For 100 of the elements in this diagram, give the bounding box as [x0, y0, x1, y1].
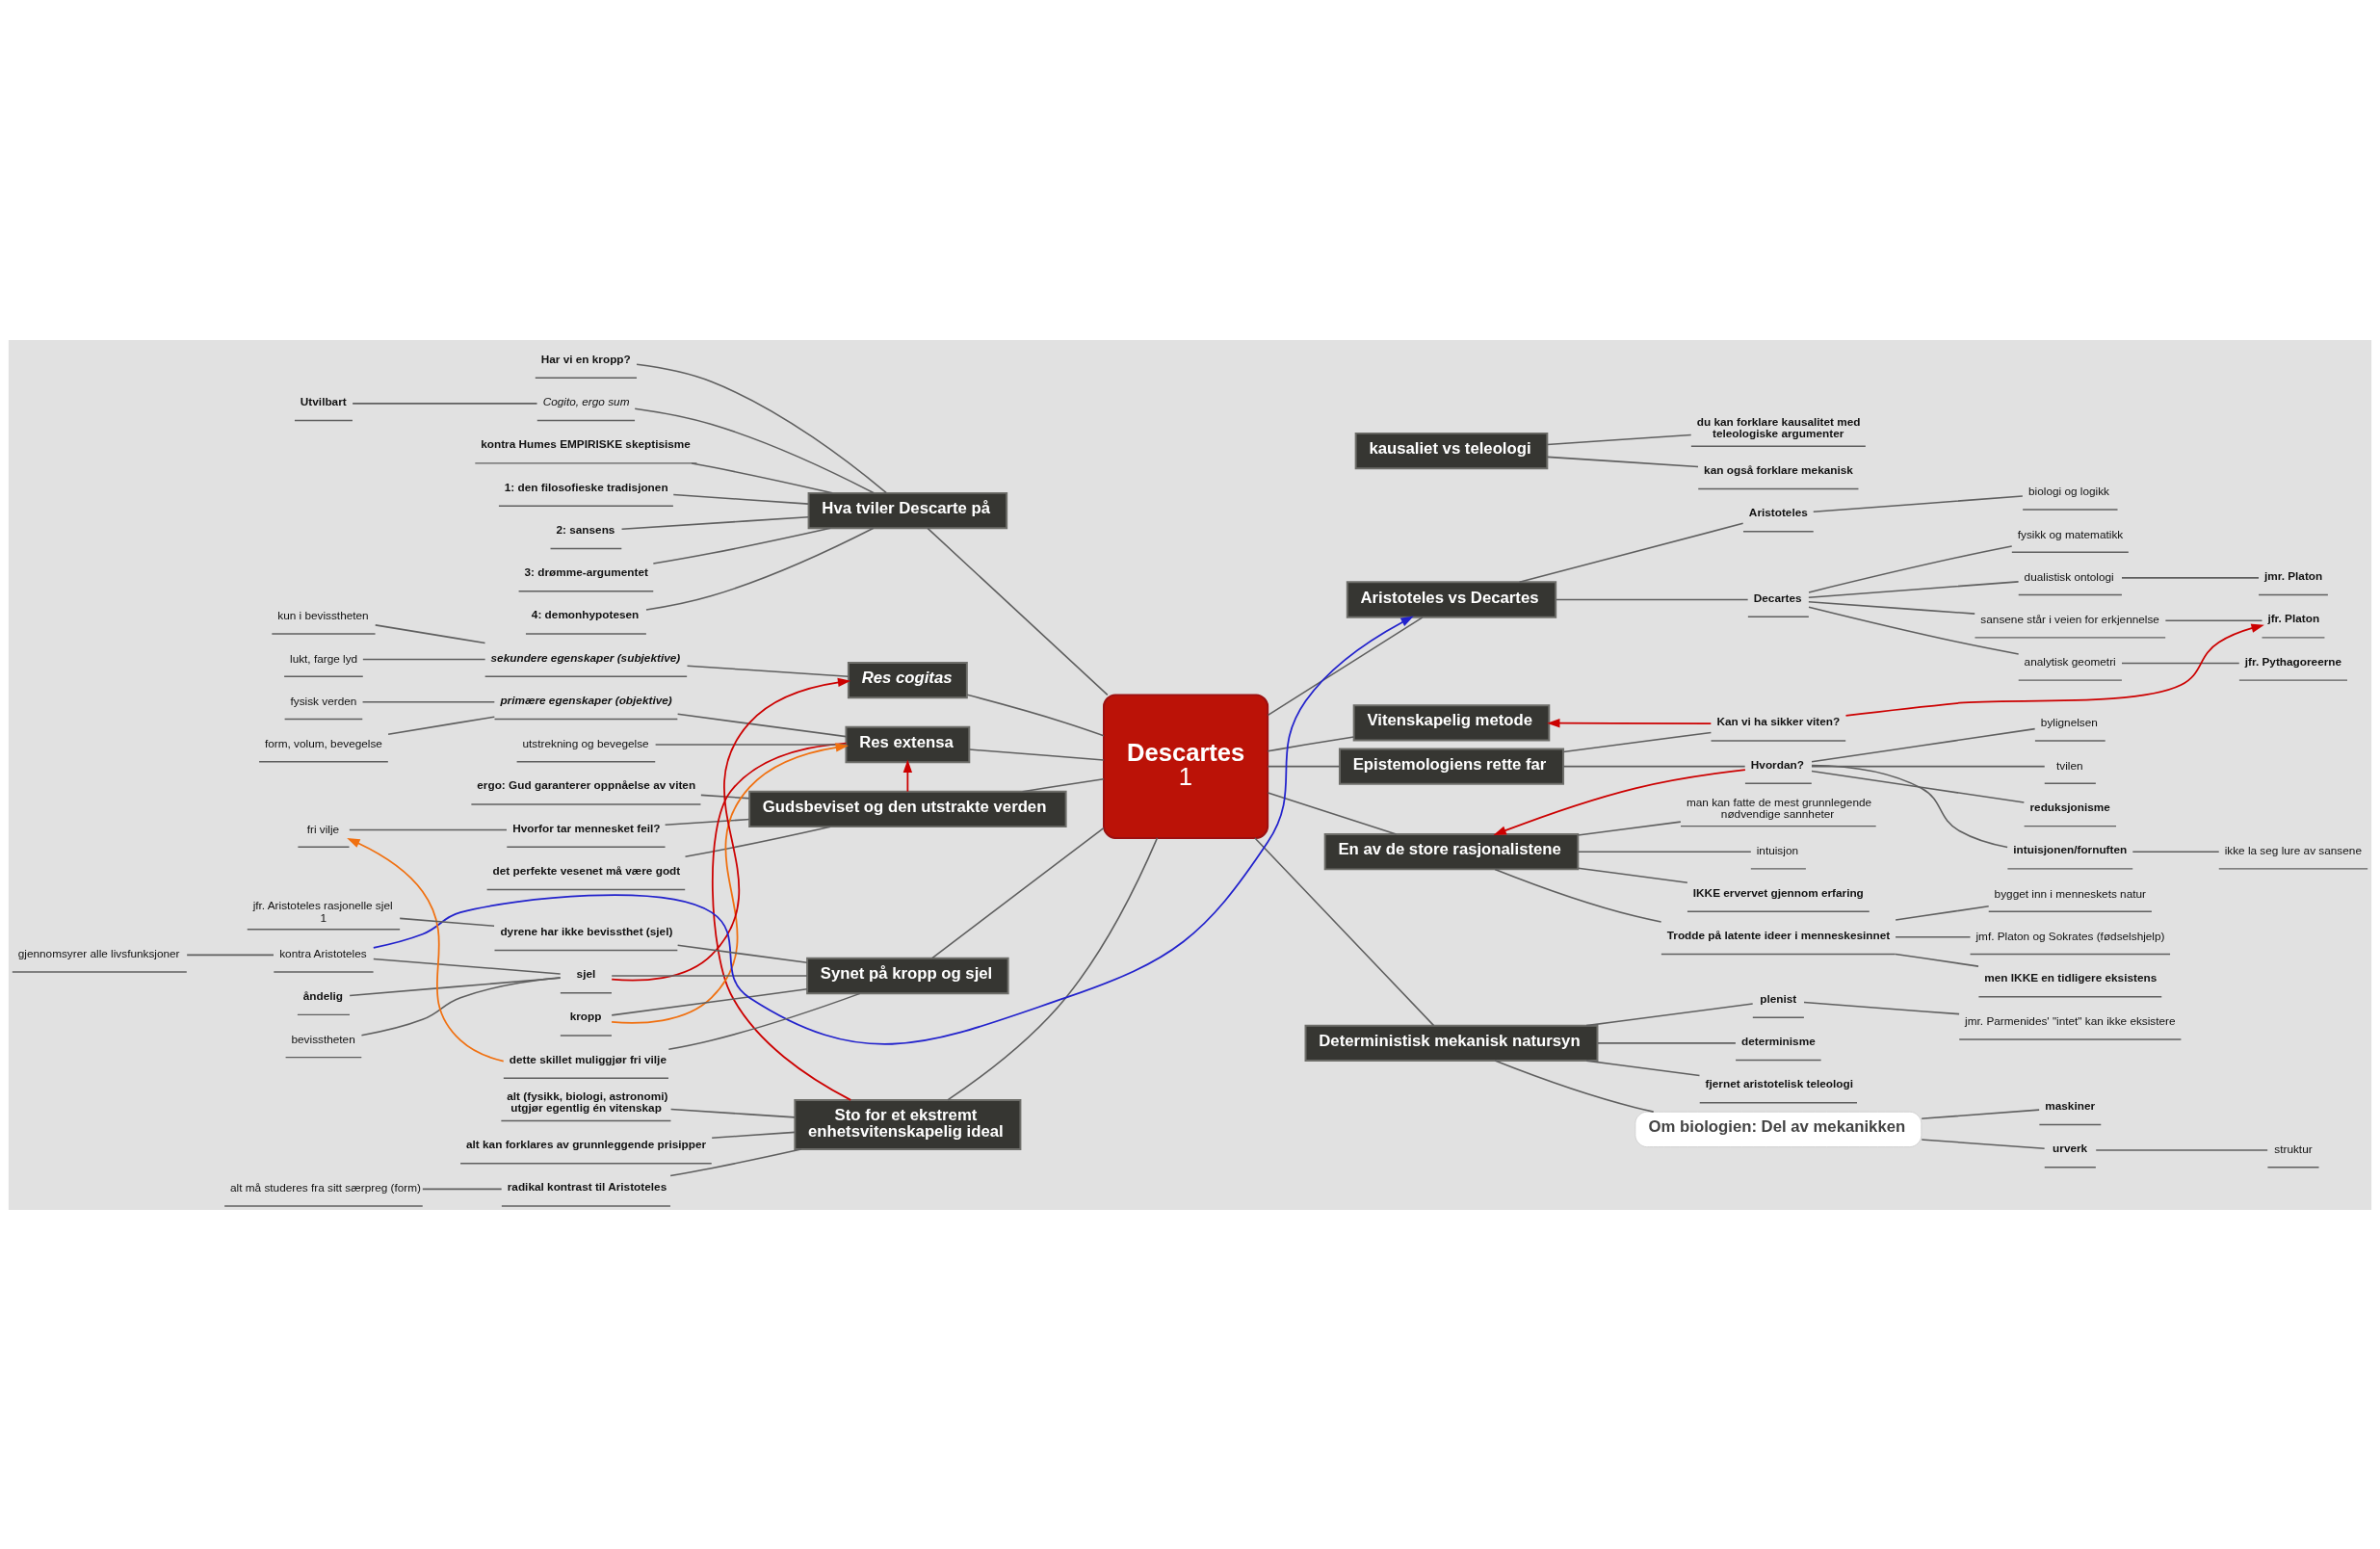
node-text: Decartes — [1753, 591, 1802, 605]
connector — [1585, 1002, 1754, 1026]
connector — [611, 987, 808, 1016]
node-text: jfr. Platon — [2267, 611, 2320, 625]
node-text: dette skillet muliggjør fri vilje — [509, 1052, 667, 1066]
node-text: form, volum, bevegelse — [264, 736, 382, 750]
node-box: kausaliet vs teleologi — [1354, 432, 1549, 469]
connector — [686, 665, 850, 677]
node-text: fysisk verden — [290, 694, 357, 708]
connector — [1494, 868, 1662, 923]
connector — [1577, 867, 1688, 883]
node-text: det perfekte vesenet må være godt — [492, 863, 681, 878]
connector — [667, 992, 861, 1050]
node-text: maskiner — [2045, 1098, 2096, 1113]
connector — [1267, 765, 1341, 767]
connector — [684, 825, 831, 857]
connector — [1811, 764, 2008, 848]
connector — [1803, 1001, 1960, 1014]
connector — [968, 748, 1105, 761]
connector — [636, 363, 888, 493]
node-text: ikke la seg lure av sansene — [2224, 843, 2362, 857]
connector — [664, 818, 750, 826]
node-text: 2: sansens — [556, 522, 615, 537]
connector — [374, 623, 486, 643]
connector — [1577, 820, 1682, 836]
connector — [676, 944, 808, 963]
connector — [352, 402, 538, 405]
node-text: 1: den filosofieske tradisjonen — [504, 480, 668, 493]
connector — [1811, 770, 2026, 803]
connector — [712, 742, 852, 1101]
node-text: alt kan forklares av grunnleggende prisipper — [465, 1137, 707, 1151]
node-text: sansene står i veien for erkjennelse — [1980, 612, 2159, 626]
connector — [1597, 1041, 1737, 1044]
arrow — [372, 616, 1414, 1045]
node-text: utstrekning og bevegelse — [522, 736, 649, 750]
node-text: Trodde på latente ideer i menneskesinnet — [1666, 928, 1891, 942]
connector — [1921, 1138, 2046, 1149]
node-text: men IKKE en tidligere eksistens — [1984, 970, 2158, 985]
connector — [947, 836, 1159, 1101]
connector — [360, 976, 562, 1036]
node-text: primære egenskaper (objektive) — [500, 693, 672, 707]
node-text: biologi og logikk — [2028, 484, 2109, 498]
connector — [634, 407, 876, 494]
node-text: åndelig — [302, 988, 344, 1003]
connector — [1808, 605, 2020, 655]
node-text: kropp — [569, 1009, 602, 1023]
node-text: ergo: Gud garanterer oppnåelse av viten — [477, 777, 696, 792]
connector — [1577, 850, 1752, 853]
node-text: gjennomsyrer alle livsfunksjoner — [17, 946, 180, 960]
connector — [1267, 791, 1398, 835]
node-box: Res cogitas — [847, 661, 968, 698]
connector — [2121, 576, 2260, 579]
node-box: Res extensa — [845, 725, 971, 763]
connector — [422, 1188, 503, 1190]
node-text: kan også forklare mekanisk — [1704, 462, 1853, 477]
node-text: tvilen — [2056, 758, 2083, 773]
connector — [373, 958, 562, 975]
connector — [1562, 765, 1746, 767]
node-text: sjel — [576, 966, 596, 981]
connector — [1808, 580, 2020, 598]
connector — [1546, 433, 1692, 445]
node-text: Utvilbart — [300, 394, 347, 408]
node-box: Descartes 1 — [1103, 693, 1269, 839]
node-box: Gudsbeviset og den utstrakte verden — [748, 790, 1067, 827]
connector — [711, 1131, 796, 1139]
node-text: Aristoteles — [1748, 505, 1808, 519]
arrow — [611, 677, 851, 982]
connector — [652, 527, 831, 564]
connector — [645, 527, 875, 611]
connector — [669, 1147, 802, 1176]
connector — [1808, 544, 2013, 593]
node-text: fri vilje — [306, 822, 340, 836]
node-box: Synet på kropp og sjel — [806, 957, 1009, 994]
node-text: determinisme — [1740, 1034, 1816, 1048]
connector — [669, 1108, 796, 1118]
node-text: intuisjonen/fornuften — [2013, 842, 2128, 856]
node-box: Om biologien: Del av mekanikken — [1635, 1111, 1922, 1147]
connector — [1494, 1059, 1655, 1113]
node-text: fysikk og matematikk — [2017, 527, 2124, 541]
node-text: urverk — [2053, 1141, 2088, 1155]
node-text: jfr. Pythagoreerne — [2244, 653, 2342, 668]
node-box: Vitenskapelig metode — [1352, 703, 1551, 742]
connector — [931, 827, 1105, 958]
connector — [1518, 522, 1744, 583]
node-text: Hvorfor tar mennesket feil? — [512, 821, 661, 835]
node-text: Har vi en kropp? — [540, 352, 631, 366]
connector — [672, 493, 810, 505]
arrow — [611, 742, 850, 1024]
node-text: 3: drømme-argumentet — [524, 564, 648, 579]
connector — [1895, 935, 1972, 937]
connector — [966, 694, 1105, 736]
node-text: 4: demonhypotesen — [531, 607, 640, 621]
connector — [1267, 616, 1424, 716]
node-box: Aristoteles vs Decartes — [1346, 580, 1557, 618]
node-text: bygget inn i menneskets natur — [1994, 885, 2147, 900]
connector — [1267, 735, 1355, 752]
arrow — [347, 837, 505, 1062]
node-text: plenist — [1760, 991, 1797, 1006]
connector — [361, 700, 496, 703]
connector — [362, 658, 486, 660]
